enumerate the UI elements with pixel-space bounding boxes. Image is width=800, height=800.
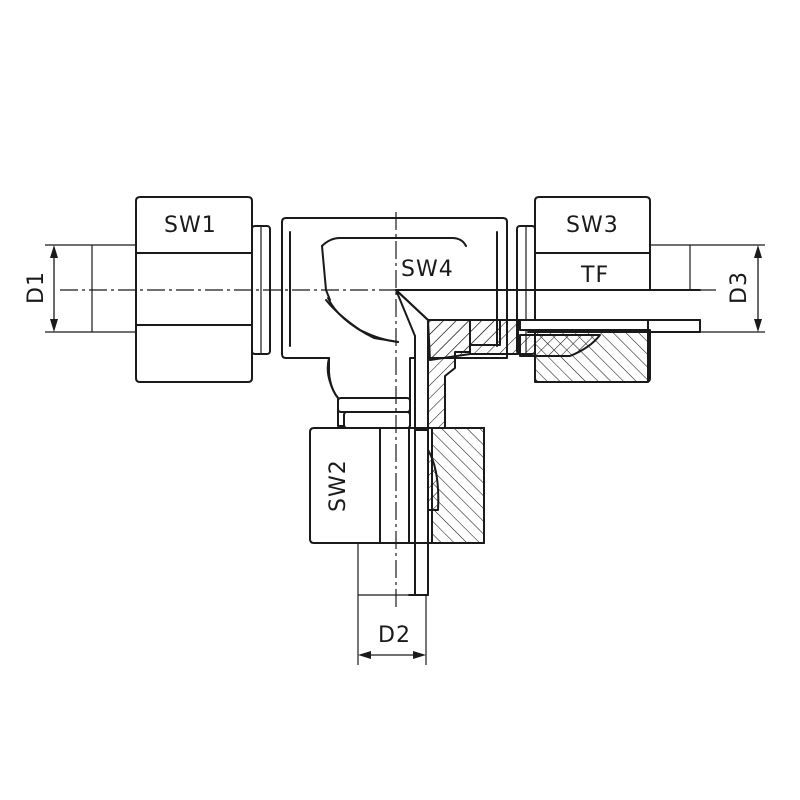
nut-sw2: [309, 427, 485, 544]
dimension-d3: [754, 245, 762, 332]
label-sw2: SW2: [326, 459, 351, 512]
label-sw3: SW3: [566, 213, 619, 238]
bottom-tube: [357, 543, 427, 665]
label-sw4: SW4: [401, 257, 454, 282]
label-d3: D3: [727, 271, 752, 304]
label-tf: TF: [580, 263, 609, 288]
label-d1: D1: [24, 271, 49, 304]
nut-sw1: [135, 196, 271, 383]
centerlines: [60, 212, 720, 610]
left-tube: [45, 244, 135, 333]
label-d2: D2: [378, 623, 411, 648]
label-sw1: SW1: [164, 213, 217, 238]
dimension-d1: [50, 245, 58, 332]
dimension-d2: [358, 651, 426, 659]
section-view: [395, 289, 701, 596]
right-tube: [650, 244, 765, 333]
